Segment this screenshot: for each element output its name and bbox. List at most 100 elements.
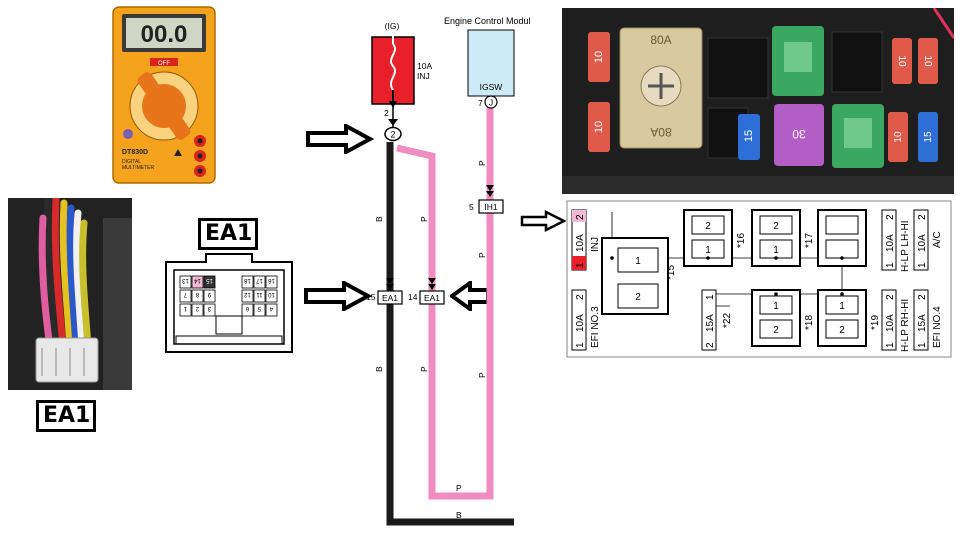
svg-text:15A: 15A <box>705 314 716 332</box>
svg-text:80A: 80A <box>650 33 671 47</box>
svg-text:2: 2 <box>917 294 928 300</box>
connector-pin-14 <box>191 275 204 289</box>
connector-pin-label-10: 10 <box>268 291 275 297</box>
svg-text:IH1: IH1 <box>484 202 498 212</box>
svg-text:*16: *16 <box>736 233 747 248</box>
multimeter-photo: 00.0 OFF DT830D DIGITAL MULTIMETER <box>112 6 216 184</box>
svg-text:1: 1 <box>917 262 928 268</box>
svg-text:2: 2 <box>705 342 716 348</box>
svg-text:*15: *15 <box>666 265 677 280</box>
svg-text:*19: *19 <box>870 315 881 330</box>
arrow-to-ea1-left <box>304 281 372 311</box>
relay-15: 1 2 *15 <box>601 237 677 315</box>
ea1-pin-15: 15 <box>366 292 376 302</box>
connector-pin-16 <box>265 275 278 289</box>
svg-text:1: 1 <box>885 262 896 268</box>
wire-label-b1: B <box>374 216 384 222</box>
ih1-connector <box>478 199 504 214</box>
fuse-hlp-rh-hi: 1 10A 2 H-LP RH-HI <box>881 289 911 352</box>
fuse-efi-no4: 1 15A 2 EFI NO.4 <box>913 289 943 351</box>
connector-pin-11 <box>253 289 266 303</box>
ig-label: (IG) <box>385 21 400 31</box>
fuse-name: INJ <box>417 71 430 81</box>
photo-fuse-mid-left: 10 <box>588 102 610 152</box>
connector-pin-17 <box>253 275 266 289</box>
svg-text:1: 1 <box>839 301 845 312</box>
connector-pin-label-13: 13 <box>182 277 189 283</box>
photo-fuse-red-tr2: 10 <box>918 38 938 84</box>
svg-text:10: 10 <box>593 51 605 63</box>
svg-text:2: 2 <box>885 214 896 220</box>
multimeter-display: 00.0 <box>141 21 188 48</box>
harness-photo <box>8 198 132 390</box>
svg-text:10A: 10A <box>917 234 928 252</box>
svg-text:OFF: OFF <box>158 61 170 67</box>
svg-text:10A: 10A <box>885 314 896 332</box>
connector-pin-13 <box>179 275 192 289</box>
svg-text:2: 2 <box>575 214 586 220</box>
connector-pin-5 <box>253 303 266 317</box>
fuse-box-diagram: 1 10A 2 INJ 1 10A 2 EFI NO.3 1 2 *15 2 1… <box>566 200 952 358</box>
ih1-pin: 5 <box>469 202 474 212</box>
wire-label-p5: P <box>477 372 487 378</box>
connector-pin-label-2: 2 <box>195 305 199 311</box>
photo-fuse-red-br: 10 <box>888 112 908 162</box>
connector-pin-1 <box>179 303 192 317</box>
photo-fuse-blue-2: 15 <box>918 112 938 162</box>
arrow-to-ea1-right <box>450 281 490 311</box>
wire-label-p2: P <box>419 366 429 372</box>
svg-text:10: 10 <box>896 55 907 67</box>
svg-text:2: 2 <box>635 292 641 303</box>
connector-pin-8 <box>191 289 204 303</box>
svg-text:*17: *17 <box>804 233 815 248</box>
svg-text:H-LP LH-HI: H-LP LH-HI <box>900 221 911 273</box>
svg-text:1: 1 <box>705 245 711 256</box>
svg-text:1: 1 <box>773 301 779 312</box>
svg-text:*22: *22 <box>722 313 733 328</box>
svg-text:1: 1 <box>773 245 779 256</box>
wire-label-b2: B <box>374 366 384 372</box>
ecm-pin-number: 7 <box>478 98 483 108</box>
connector-pin-6 <box>241 303 254 317</box>
relay-19: 1 2 *19 <box>817 289 881 347</box>
svg-text:10A: 10A <box>885 234 896 252</box>
pink-wire <box>396 106 494 500</box>
connector-pin-label-17: 17 <box>256 277 263 283</box>
svg-text:2: 2 <box>575 294 586 300</box>
photo-fuse-80a: 80A 80A <box>619 27 703 149</box>
ea1-photo-label: EA1 <box>36 400 96 432</box>
photo-fuse-purple: 30 <box>774 104 824 166</box>
svg-text:MULTIMETER: MULTIMETER <box>122 165 155 171</box>
svg-text:2: 2 <box>773 325 779 336</box>
connector-pin-label-12: 12 <box>244 291 251 297</box>
svg-text:1: 1 <box>575 342 586 348</box>
svg-text:10A: 10A <box>575 314 586 332</box>
wire-label-b3: B <box>456 510 462 520</box>
svg-text:80A: 80A <box>650 125 671 139</box>
fuse-pin-number: 2 <box>384 108 389 118</box>
svg-text:1: 1 <box>917 342 928 348</box>
ea1-connector-right <box>419 290 445 305</box>
connector-pin-label-1: 1 <box>183 305 187 311</box>
svg-text:2: 2 <box>839 325 845 336</box>
wire-label-p1: P <box>419 216 429 222</box>
svg-text:2: 2 <box>773 221 779 232</box>
fuse-hlp-lh-hi: 1 10A 2 H-LP LH-HI <box>881 209 911 273</box>
ea1-connector-left <box>377 290 403 305</box>
connector-pin-7 <box>179 289 192 303</box>
svg-text:10: 10 <box>893 131 904 143</box>
svg-text:1: 1 <box>575 262 586 268</box>
fuse-efi-no3: 1 10A 2 EFI NO.3 <box>571 289 601 351</box>
fuse-inj: 1 10A 2 INJ <box>571 209 601 271</box>
connector-pin-label-4: 4 <box>269 305 273 311</box>
multimeter-model: DT830D <box>122 149 148 156</box>
connector-pin-label-9: 9 <box>207 291 211 297</box>
svg-text:EFI NO.4: EFI NO.4 <box>932 306 943 348</box>
svg-text:15A: 15A <box>917 314 928 332</box>
svg-text:INJ: INJ <box>590 237 601 252</box>
arrow-to-fusebox <box>520 210 566 232</box>
connector-pin-label-3: 3 <box>207 305 211 311</box>
wire-label-p4: P <box>477 252 487 258</box>
relay-18: 1 2 *18 <box>751 289 815 347</box>
